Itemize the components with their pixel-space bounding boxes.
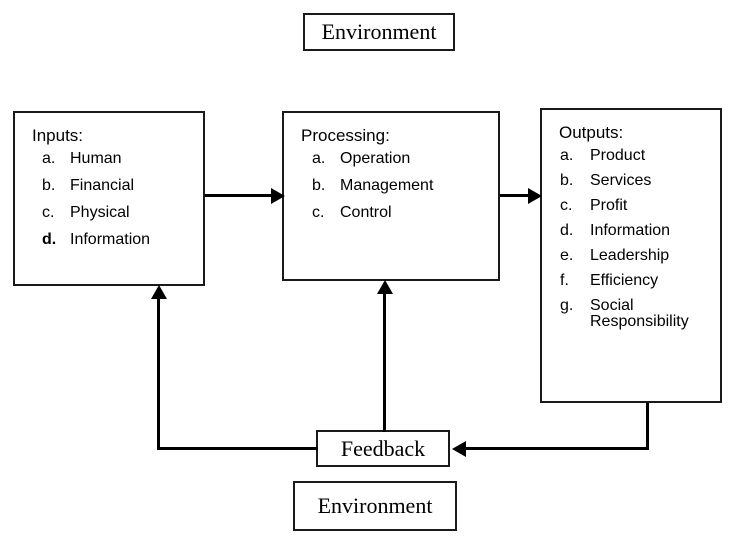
connector-processing-to-outputs-arrowhead xyxy=(528,188,542,204)
processing-item-label: Operation xyxy=(340,149,411,167)
connector-outputs-to-feedback-vline xyxy=(646,403,649,450)
inputs-item-label: Information xyxy=(70,230,151,248)
outputs-item-marker: c. xyxy=(560,196,573,214)
outputs-item-marker: g. xyxy=(560,296,574,314)
feedback-label: Feedback xyxy=(340,435,426,461)
connector-outputs-to-feedback-hline xyxy=(466,447,648,450)
list-item: a. Human xyxy=(15,149,203,167)
inputs-item-marker: c. xyxy=(42,203,55,221)
inputs-list: a. Human b. Financial c. Physical d. Inf… xyxy=(15,149,203,248)
inputs-item-label: Human xyxy=(70,149,122,167)
outputs-item-label: Product xyxy=(590,146,646,164)
inputs-item-label: Physical xyxy=(70,203,130,221)
connector-feedback-to-processing-arrowhead xyxy=(377,280,393,294)
connector-processing-to-outputs-line xyxy=(500,194,532,197)
list-item: g. Social Responsibility xyxy=(542,296,720,330)
processing-box: Processing: a. Operation b. Management c… xyxy=(282,111,500,281)
inputs-item-marker: b. xyxy=(42,176,56,194)
list-item: e. Leadership xyxy=(542,246,720,264)
inputs-item-label: Financial xyxy=(70,176,135,194)
list-item: c. Control xyxy=(284,203,498,221)
connector-inputs-to-processing-arrowhead xyxy=(271,188,285,204)
list-item: a. Operation xyxy=(284,149,498,167)
outputs-item-label: Information xyxy=(590,221,671,239)
environment-top-label: Environment xyxy=(321,19,437,44)
outputs-item-label: Profit xyxy=(590,196,628,214)
connector-feedback-to-inputs-arrowhead xyxy=(151,285,167,299)
feedback-box: Feedback xyxy=(316,430,450,467)
connector-outputs-to-feedback-arrowhead xyxy=(452,441,466,457)
list-item: c. Profit xyxy=(542,196,720,214)
list-item: b. Management xyxy=(284,176,498,194)
environment-bottom-box: Environment xyxy=(293,481,457,531)
outputs-item-marker: b. xyxy=(560,171,574,189)
processing-item-marker: a. xyxy=(312,149,326,167)
outputs-item-marker: a. xyxy=(560,146,574,164)
list-item: a. Product xyxy=(542,146,720,164)
list-item: f. Efficiency xyxy=(542,271,720,289)
connector-inputs-to-processing-line xyxy=(205,194,275,197)
inputs-title: Inputs: xyxy=(32,126,84,145)
inputs-item-marker: d. xyxy=(42,230,57,248)
outputs-list: a. Product b. Services c. Profit d. Info… xyxy=(542,146,720,330)
outputs-item-marker: e. xyxy=(560,246,574,264)
outputs-item-label: Leadership xyxy=(590,246,670,264)
outputs-item-label: Social Responsibility xyxy=(590,296,689,330)
outputs-item-label: Efficiency xyxy=(590,271,659,289)
outputs-item-marker: f. xyxy=(560,271,569,289)
list-item: d. Information xyxy=(542,221,720,239)
processing-item-marker: c. xyxy=(312,203,325,221)
outputs-item-label: Services xyxy=(590,171,652,189)
processing-title: Processing: xyxy=(301,126,390,145)
connector-feedback-to-inputs-hline xyxy=(157,447,318,450)
list-item: b. Financial xyxy=(15,176,203,194)
processing-item-marker: b. xyxy=(312,176,326,194)
environment-top-box: Environment xyxy=(303,13,455,51)
outputs-title: Outputs: xyxy=(559,123,624,142)
list-item: d. Information xyxy=(15,230,203,248)
inputs-item-marker: a. xyxy=(42,149,56,167)
processing-item-label: Management xyxy=(340,176,434,194)
outputs-item-marker: d. xyxy=(560,221,574,239)
environment-bottom-label: Environment xyxy=(317,493,433,518)
inputs-box: Inputs: a. Human b. Financial c. Physica… xyxy=(13,111,205,286)
connector-feedback-to-processing-line xyxy=(383,292,386,432)
connector-feedback-to-inputs-vline xyxy=(157,297,160,449)
processing-item-label: Control xyxy=(340,203,392,221)
list-item: c. Physical xyxy=(15,203,203,221)
processing-list: a. Operation b. Management c. Control xyxy=(284,149,498,221)
list-item: b. Services xyxy=(542,171,720,189)
outputs-box: Outputs: a. Product b. Services c. Profi… xyxy=(540,108,722,403)
